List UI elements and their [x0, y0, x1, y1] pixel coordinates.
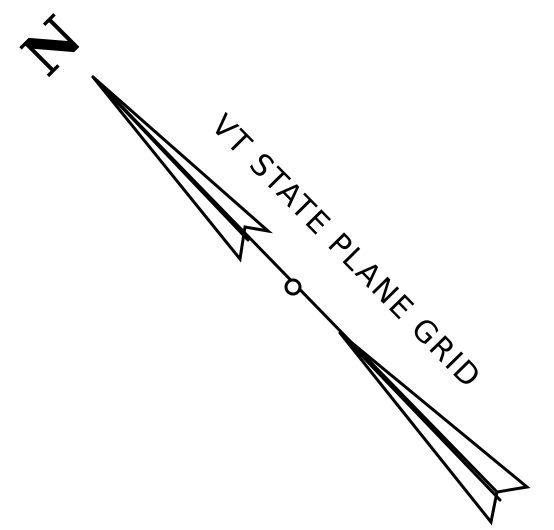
north-letter: N [9, 3, 95, 89]
north-arrowhead [91, 75, 273, 263]
grid-label: VT STATE PLANE GRID [204, 108, 488, 396]
north-arrowhead-inner-line [91, 75, 250, 242]
tail-feather-inner-line [338, 331, 502, 502]
center-circle [284, 278, 302, 296]
tail-feather [338, 331, 531, 526]
